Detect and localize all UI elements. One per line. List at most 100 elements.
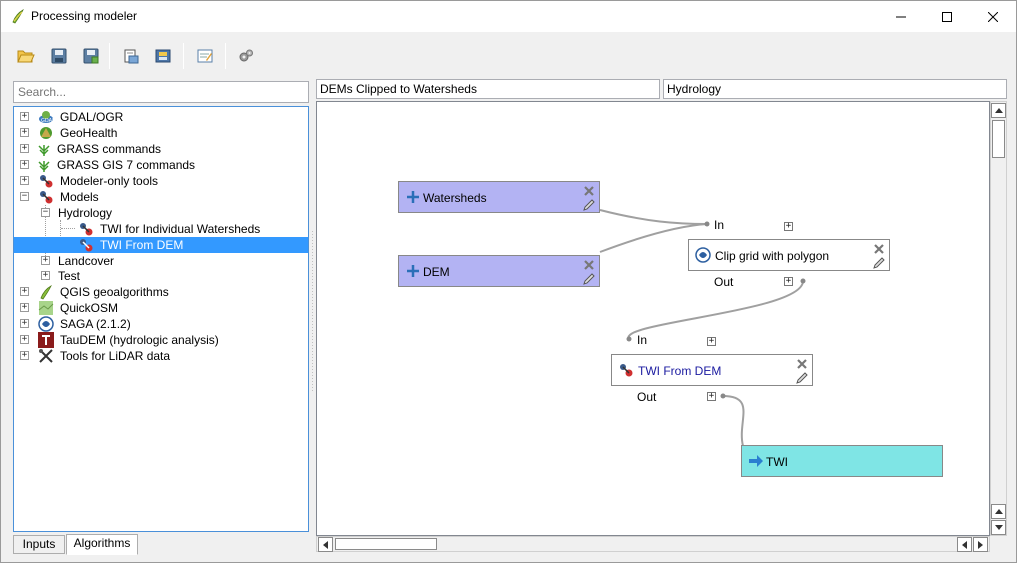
plus-input-icon — [407, 265, 419, 277]
export-python-button[interactable] — [152, 45, 174, 67]
triangle-left-icon — [962, 540, 967, 549]
expand-inputs-toggle[interactable]: + — [707, 336, 716, 346]
model-icon — [40, 191, 53, 204]
scroll-right-arrow[interactable] — [973, 537, 988, 552]
save-as-button[interactable] — [80, 45, 102, 67]
help-edit-icon — [197, 49, 213, 63]
scroll-up-arrow[interactable] — [991, 504, 1006, 519]
pencil-icon[interactable] — [582, 272, 596, 286]
expand-toggle[interactable]: + — [20, 334, 29, 344]
port-dot — [704, 221, 710, 227]
tree-item-grass-commands[interactable]: + GRASS commands — [14, 141, 308, 157]
delete-icon[interactable] — [582, 258, 596, 272]
tree-item-geohealth[interactable]: + GeoHealth — [14, 125, 308, 141]
scroll-down-arrow[interactable] — [991, 520, 1006, 535]
open-model-button[interactable] — [15, 45, 37, 67]
triangle-right-icon — [978, 540, 983, 549]
scroll-thumb[interactable] — [335, 538, 437, 550]
pencil-icon[interactable] — [795, 371, 809, 385]
pencil-icon[interactable] — [872, 256, 886, 270]
tree-item-hydrology[interactable]: − Hydrology — [14, 205, 308, 221]
pencil-icon[interactable] — [582, 198, 596, 212]
tree-item-label: GRASS commands — [57, 142, 162, 156]
tree-guide — [60, 220, 61, 244]
model-icon — [80, 223, 93, 236]
model-name-input[interactable]: DEMs Clipped to Watersheds — [316, 79, 660, 99]
expand-toggle[interactable]: + — [20, 127, 29, 137]
port-dot — [720, 393, 726, 399]
tree-item-gdal-ogr[interactable]: + GDAL GDAL/OGR — [14, 109, 308, 125]
collapse-toggle[interactable]: − — [20, 191, 29, 201]
title-bar: Processing modeler — [1, 1, 1016, 32]
tree-item-label: Models — [60, 190, 99, 204]
tab-inputs[interactable]: Inputs — [13, 535, 65, 554]
tree-item-twi-from-dem[interactable]: TWI From DEM — [14, 237, 308, 253]
node-clip-grid-with-polygon[interactable]: Clip grid with polygon — [688, 239, 890, 271]
expand-toggle[interactable]: + — [20, 318, 29, 328]
tree-item-models[interactable]: − Models — [14, 189, 308, 205]
delete-icon[interactable] — [872, 242, 886, 256]
collapse-toggle[interactable]: − — [41, 207, 50, 217]
tree-guide — [61, 228, 75, 229]
expand-toggle[interactable]: + — [41, 270, 50, 280]
plus-input-icon — [407, 191, 419, 203]
node-dem[interactable]: DEM — [398, 255, 600, 287]
expand-toggle[interactable]: + — [41, 255, 50, 265]
expand-toggle[interactable]: + — [20, 111, 29, 121]
tree-item-qgis-geoalgorithms[interactable]: + QGIS geoalgorithms — [14, 284, 308, 300]
tab-algorithms[interactable]: Algorithms — [66, 534, 138, 555]
minimize-button[interactable] — [878, 1, 924, 32]
scroll-up-arrow[interactable] — [991, 103, 1006, 118]
node-label: DEM — [423, 265, 450, 279]
edit-help-button[interactable] — [194, 45, 216, 67]
export-image-button[interactable] — [120, 45, 142, 67]
quickosm-icon — [38, 301, 54, 315]
scroll-left-arrow[interactable] — [318, 537, 333, 552]
tree-item-grass-gis-7[interactable]: + GRASS GIS 7 commands — [14, 157, 308, 173]
tree-item-test[interactable]: + Test — [14, 268, 308, 284]
expand-inputs-toggle[interactable]: + — [784, 221, 793, 231]
delete-icon[interactable] — [795, 357, 809, 371]
gdal-icon: GDAL — [39, 111, 54, 124]
expand-toggle[interactable]: + — [20, 175, 29, 185]
toolbar-separator — [183, 43, 184, 69]
tree-item-modeler-only-tools[interactable]: + Modeler-only tools — [14, 173, 308, 189]
expand-toggle[interactable]: + — [20, 143, 29, 153]
tree-item-quickosm[interactable]: + QuickOSM — [14, 300, 308, 316]
delete-icon[interactable] — [582, 184, 596, 198]
node-twi-output[interactable]: TWI — [741, 445, 943, 477]
expand-toggle[interactable]: + — [20, 302, 29, 312]
tree-item-twi-individual-watersheds[interactable]: TWI for Individual Watersheds — [14, 221, 308, 237]
model-group-input[interactable]: Hydrology — [663, 79, 1007, 99]
canvas-vertical-scrollbar[interactable] — [990, 101, 1007, 536]
save-model-button[interactable] — [48, 45, 70, 67]
close-button[interactable] — [970, 1, 1016, 32]
run-model-button[interactable] — [235, 45, 257, 67]
panel-splitter[interactable] — [311, 231, 314, 391]
canvas-horizontal-scrollbar[interactable] — [316, 536, 990, 552]
expand-toggle[interactable]: + — [20, 159, 29, 169]
tree-item-label: Test — [58, 269, 81, 283]
tree-item-landcover[interactable]: + Landcover — [14, 253, 308, 269]
node-watersheds[interactable]: Watersheds — [398, 181, 600, 213]
input-port-label: In — [714, 218, 725, 232]
tree-item-label: QGIS geoalgorithms — [60, 285, 169, 299]
tree-item-taudem[interactable]: + TauDEM (hydrologic analysis) — [14, 332, 308, 348]
scroll-thumb[interactable] — [992, 120, 1005, 158]
algorithm-search-input[interactable] — [13, 81, 309, 103]
node-twi-from-dem[interactable]: TWI From DEM — [611, 354, 813, 386]
maximize-button[interactable] — [924, 1, 970, 32]
expand-toggle[interactable]: + — [20, 350, 29, 360]
output-port-label: Out — [637, 390, 657, 404]
tree-item-saga[interactable]: + SAGA (2.1.2) — [14, 316, 308, 332]
scroll-left-arrow[interactable] — [957, 537, 972, 552]
geohealth-icon — [40, 127, 52, 139]
triangle-up-icon — [994, 108, 1003, 113]
qgis-icon — [40, 284, 52, 300]
expand-toggle[interactable]: + — [20, 286, 29, 296]
expand-outputs-toggle[interactable]: + — [707, 391, 716, 401]
model-canvas[interactable]: Watersheds DEM In + Clip grid with polyg… — [316, 101, 990, 536]
tree-item-lidar-tools[interactable]: + Tools for LiDAR data — [14, 348, 308, 364]
folder-open-icon — [17, 50, 35, 63]
expand-outputs-toggle[interactable]: + — [784, 276, 793, 286]
